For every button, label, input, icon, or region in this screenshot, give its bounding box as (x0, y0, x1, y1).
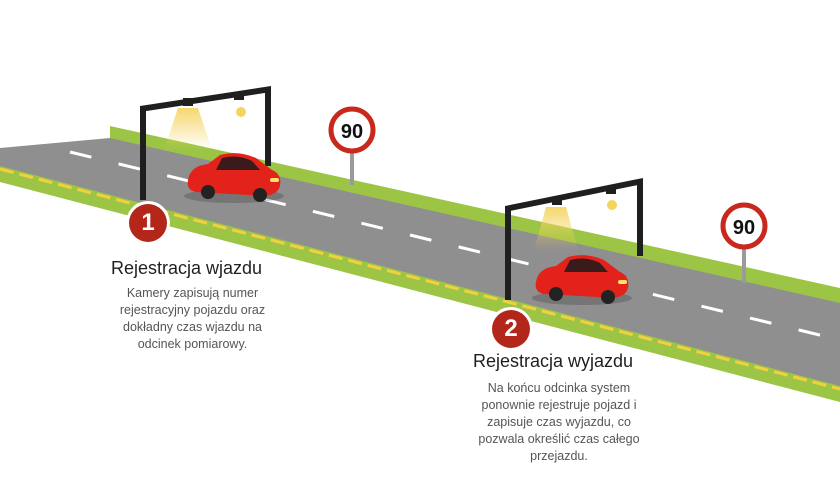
speed-limit-value-2: 90 (733, 217, 755, 239)
step-1-badge: 1 (129, 204, 167, 242)
step-2-badge: 2 (492, 310, 530, 348)
step-1-title: Rejestracja wjazdu (111, 258, 263, 278)
car-entry (184, 153, 284, 203)
road-center-line (69, 150, 840, 342)
grass-far-edge (110, 126, 840, 305)
camera-gantry-exit (505, 178, 643, 300)
speed-limit-sign-1: 90 (328, 106, 376, 185)
step-1-description: Kamery zapisują numer rejestracyjny poja… (119, 286, 266, 351)
road-surface (0, 138, 840, 386)
step-2-description: Na końcu odcinka system ponownie rejestr… (478, 381, 640, 463)
grass-near-edge (0, 165, 840, 402)
car-exit (532, 255, 632, 305)
speed-limit-sign-2: 90 (720, 202, 768, 283)
step-2-title: Rejestracja wyjazdu (473, 351, 634, 371)
speed-limit-value-1: 90 (341, 121, 363, 143)
camera-gantry-entry (140, 86, 271, 200)
